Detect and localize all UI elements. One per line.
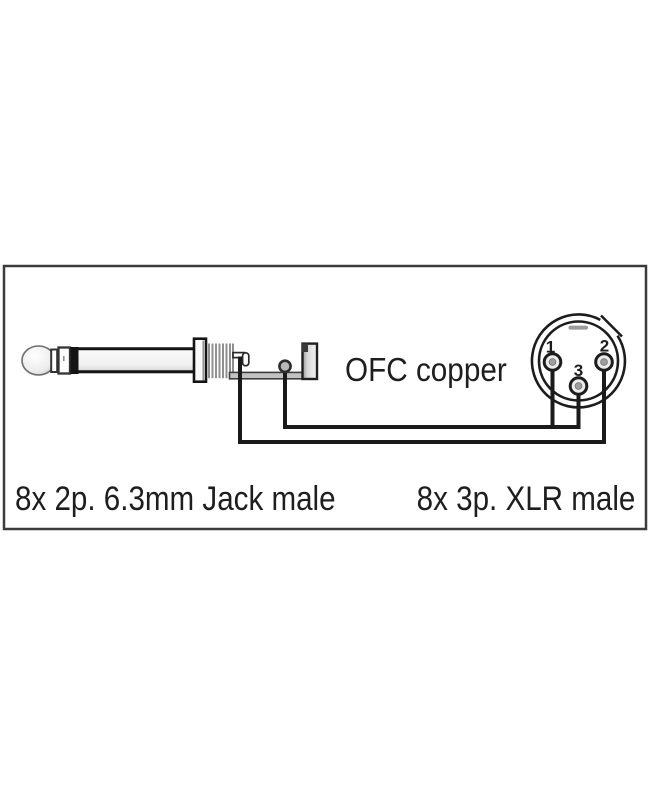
xlr-pin3-number: 3	[574, 361, 583, 380]
xlr-keyway-notch	[568, 325, 588, 330]
jack-tip-lug-hook	[241, 351, 250, 367]
xlr-pin-3	[568, 376, 589, 396]
diagram-border-box	[2, 264, 648, 531]
jack-solder-lug	[278, 359, 292, 374]
xlr-pin-1	[542, 352, 563, 372]
xlr-connector-drawing	[530, 313, 627, 409]
jack-collar	[192, 337, 208, 384]
jack-sleeve-tab-notch	[302, 343, 308, 352]
wire-tip-to-pin2	[238, 356, 606, 444]
jack-tip	[21, 345, 56, 376]
jack-sleeve-tab	[301, 342, 319, 381]
xlr-pins: 1 2 3	[542, 337, 614, 396]
jack-barrel	[78, 347, 194, 374]
cable-material-label: OFC copper	[345, 351, 507, 388]
jack-neck-ring	[50, 348, 59, 373]
jack-insulator-band	[70, 347, 79, 374]
xlr-pin1-number: 1	[546, 338, 555, 357]
xlr-pin2-number: 2	[600, 337, 609, 356]
xlr-pin-2	[594, 352, 614, 372]
xlr-outer-shell	[530, 313, 627, 409]
wiring	[238, 356, 606, 444]
xlr-latch-line	[600, 314, 623, 338]
jack-male-label: 8x 2p. 6.3mm Jack male	[15, 480, 336, 518]
xlr-male-label: 8x 3p. XLR male	[416, 480, 635, 518]
jack-connector-drawing	[21, 337, 319, 384]
wire-sleeve-to-pin3	[283, 366, 581, 429]
